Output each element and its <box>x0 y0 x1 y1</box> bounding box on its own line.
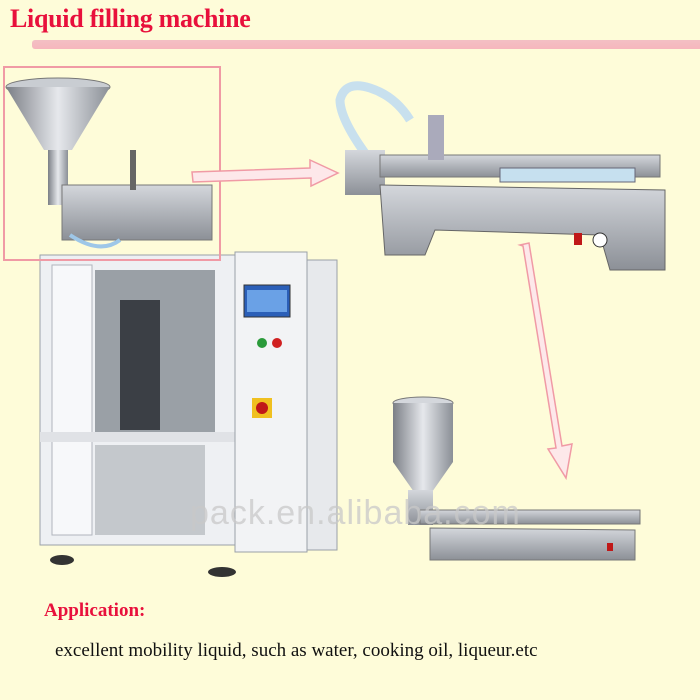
hopper-filler-top <box>5 77 213 249</box>
hopper-piston-filler <box>392 396 641 561</box>
title-underline <box>32 40 700 49</box>
watermark: pack.en.alibaba.com <box>190 494 521 532</box>
arrow-right-icon <box>191 158 340 188</box>
arrow-down-icon <box>517 242 573 481</box>
highlight-box <box>3 66 221 261</box>
page-title: Liquid filling machine <box>10 4 251 33</box>
application-description: excellent mobility liquid, such as water… <box>55 640 538 661</box>
application-label: Application: <box>44 600 146 621</box>
piston-filler-horizontal <box>335 81 666 271</box>
vertical-packing-machine <box>39 251 338 577</box>
